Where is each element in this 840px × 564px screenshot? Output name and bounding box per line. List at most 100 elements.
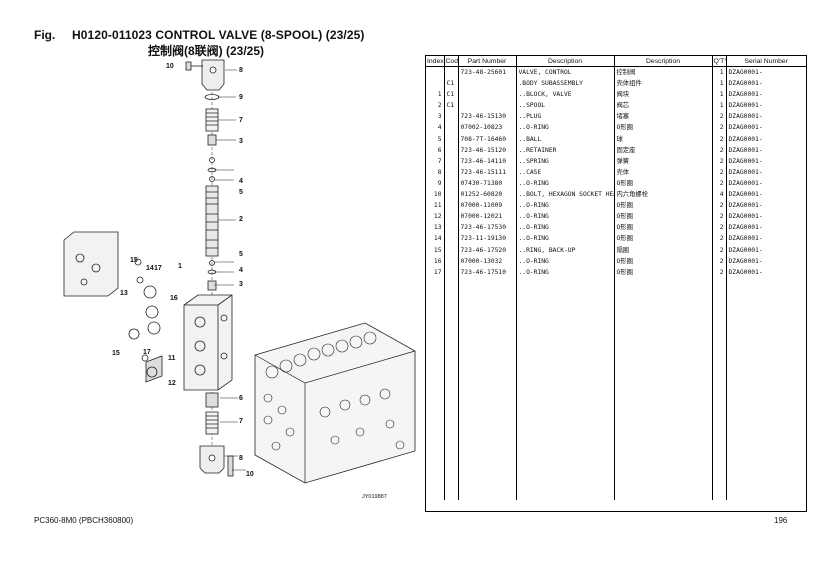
cell-empty — [444, 277, 459, 289]
callout-10-bottom: 10 — [246, 471, 254, 478]
cell-code — [444, 133, 459, 145]
cell-desc-cn: 弹簧 — [614, 155, 713, 167]
cell-qty: 2 — [712, 177, 727, 190]
cell-empty — [426, 399, 445, 411]
callout-7-bottom: 7 — [239, 418, 243, 425]
cell-index — [426, 66, 445, 79]
cell-serial: DZAG0001- — [728, 113, 763, 121]
cell-index: 15 — [426, 244, 445, 256]
cell-empty — [444, 366, 459, 378]
cell-empty — [614, 444, 713, 456]
page-title: H0120-011023 CONTROL VALVE (8-SPOOL) (23… — [72, 28, 365, 42]
cell-empty — [426, 410, 445, 422]
col-qty: Q'TY — [712, 56, 727, 67]
cell-desc-cn: O形圈 — [614, 266, 713, 278]
cell-part: 723-11-19130 — [458, 233, 517, 245]
cell-index: 8 — [426, 166, 445, 178]
cell-empty — [614, 410, 713, 422]
cell-empty — [444, 377, 459, 389]
cell-desc-cn: 阀芯 — [614, 100, 713, 112]
callout-14: 14 — [146, 265, 154, 272]
cell-empty — [516, 477, 615, 489]
cell-desc: VALVE, CONTROL — [516, 66, 615, 79]
table-row-empty — [426, 288, 806, 300]
footer-model: PC360-8M0 (PBCH360800) — [34, 516, 134, 525]
cell-desc-cn: 阀块 — [614, 89, 713, 101]
cell-part: 723-46-17520 — [458, 244, 517, 256]
cell-qty: 2 — [712, 244, 727, 256]
cell-empty — [458, 477, 517, 489]
cell-empty — [458, 433, 517, 445]
cell-code — [444, 200, 459, 212]
cell-part — [458, 78, 517, 90]
cell-desc: ..O-RING — [516, 233, 615, 245]
cell-empty — [516, 322, 615, 334]
cell-empty — [516, 410, 615, 422]
cell-serial: DZAG0001- — [728, 102, 763, 110]
cell-empty — [614, 355, 713, 367]
cell-empty — [726, 400, 806, 411]
cell-part: 723-46-15120 — [458, 144, 517, 156]
callout-12: 12 — [168, 380, 176, 387]
cell-empty — [444, 488, 459, 500]
cell-desc: ..O-RING — [516, 200, 615, 212]
cell-empty — [516, 311, 615, 323]
cell-qty: 2 — [712, 222, 727, 234]
cell-part: 07000-13032 — [458, 255, 517, 267]
cell-empty — [426, 377, 445, 389]
cell-empty — [458, 388, 517, 400]
cell-empty — [726, 278, 806, 289]
cell-empty — [444, 466, 459, 478]
table-row-empty — [426, 399, 806, 411]
cell-desc-cn: O形圈 — [614, 177, 713, 190]
cell-code — [444, 66, 459, 79]
cell-empty — [458, 455, 517, 467]
cell-empty — [726, 300, 806, 311]
col-description-cn: Description — [614, 56, 713, 67]
cell-empty — [516, 377, 615, 389]
cell-desc: ..O-RING — [516, 266, 615, 278]
cell-empty — [444, 422, 459, 434]
cell-empty — [458, 277, 517, 289]
cell-serial: DZAG0001- — [728, 202, 763, 210]
cell-empty — [614, 299, 713, 312]
cell-empty — [726, 355, 806, 366]
callout-10-top: 10 — [166, 63, 174, 70]
cell-empty — [712, 388, 727, 400]
cell-empty — [516, 422, 615, 434]
cell-index: 14 — [426, 233, 445, 245]
cell-empty — [458, 288, 517, 300]
cell-index: 11 — [426, 200, 445, 212]
cell-empty — [426, 288, 445, 300]
parts-table: Index Code Part Number Description Descr… — [426, 56, 806, 500]
cell-part: 723-46-15130 — [458, 111, 517, 123]
cell-desc-cn: O形圈 — [614, 211, 713, 223]
cell-empty — [516, 277, 615, 289]
cell-part: 01252-60820 — [458, 189, 517, 201]
cell-empty — [426, 355, 445, 367]
cell-empty — [614, 477, 713, 489]
cell-empty — [458, 399, 517, 411]
cell-empty — [426, 455, 445, 467]
page-number: 196 — [774, 516, 788, 525]
cell-empty — [614, 322, 713, 334]
cell-empty — [458, 333, 517, 345]
cell-desc: ..O-RING — [516, 177, 615, 190]
cell-empty — [726, 422, 806, 433]
cell-empty — [726, 411, 806, 422]
cell-empty — [712, 410, 727, 422]
cell-part: 07002-10823 — [458, 122, 517, 134]
cell-empty — [426, 322, 445, 334]
cell-desc: ..O-RING — [516, 222, 615, 234]
cell-serial: DZAG0001- — [728, 146, 763, 154]
cell-desc-cn: 控制阀 — [614, 66, 713, 79]
cell-serial: DZAG0001- — [728, 224, 763, 232]
cell-empty — [712, 444, 727, 456]
cell-serial: DZAG0001- — [728, 246, 763, 254]
